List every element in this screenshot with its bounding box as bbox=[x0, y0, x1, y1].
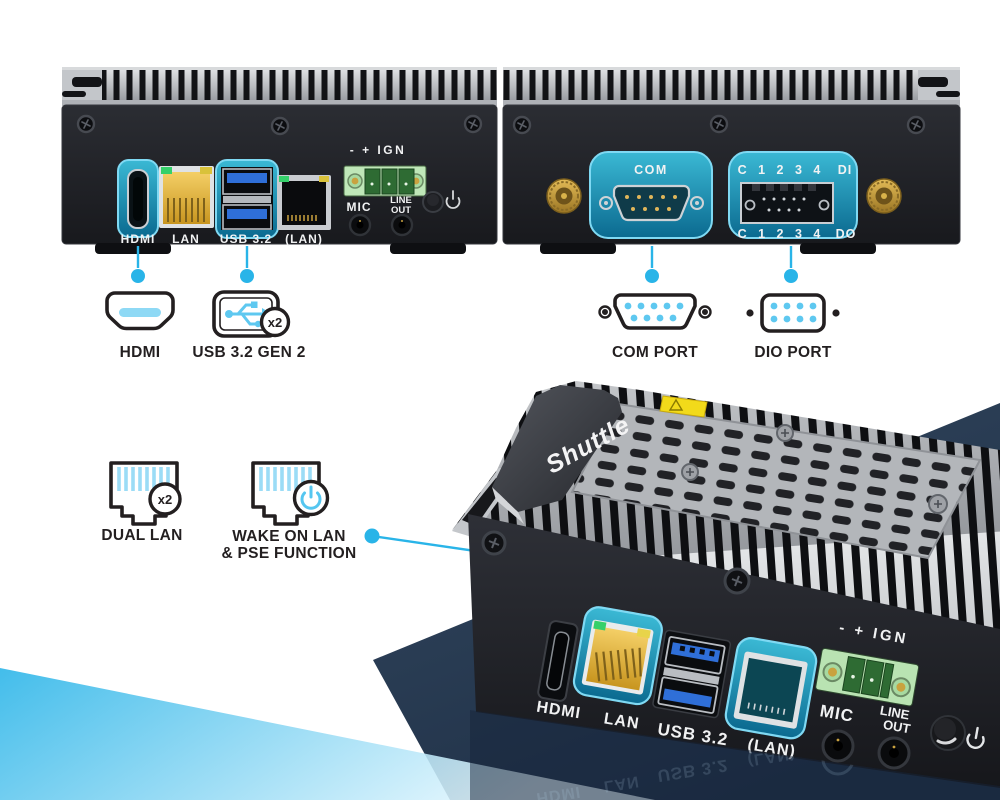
usb-x2-badge: x2 bbox=[259, 306, 291, 338]
ign-label: - + IGN bbox=[350, 143, 407, 157]
feature-dio: DIO PORT bbox=[746, 293, 840, 361]
hero-usb-ports bbox=[652, 629, 732, 719]
svg-text:LAN: LAN bbox=[603, 772, 641, 794]
hero-lineout-jack bbox=[877, 736, 911, 770]
hero-lan2-highlight bbox=[724, 637, 818, 740]
feature-dual-lan-label: DUAL LAN bbox=[101, 527, 182, 544]
lan-port-label: LAN bbox=[172, 232, 200, 246]
plate-screws bbox=[681, 424, 948, 514]
wol-power-badge bbox=[292, 479, 330, 517]
lan-port bbox=[159, 166, 214, 228]
hero-lan-highlight bbox=[572, 606, 663, 706]
com-screw-icons bbox=[598, 305, 712, 319]
hdmi-port-highlight bbox=[117, 159, 159, 238]
svg-text:x2: x2 bbox=[268, 315, 282, 330]
mic-label: MIC bbox=[347, 200, 372, 214]
device-back-view: COM C 1 2 3 4 DI C 1 2 3 4 DO bbox=[502, 67, 961, 254]
foot bbox=[95, 243, 171, 254]
do-pins-label: C 1 2 3 4 bbox=[738, 227, 825, 241]
screws bbox=[512, 114, 926, 135]
svg-text:x2: x2 bbox=[158, 492, 172, 507]
lineout-jack bbox=[390, 213, 414, 237]
foot bbox=[390, 243, 466, 254]
hero-hdmi-label: HDMI bbox=[535, 699, 582, 723]
hero-front-panel bbox=[468, 514, 1000, 788]
hero-dc-terminal bbox=[815, 647, 920, 707]
feature-wol-label-2: & PSE FUNCTION bbox=[221, 545, 356, 562]
lan2-port-label: (LAN) bbox=[285, 232, 323, 246]
feature-wol: WAKE ON LAN & PSE FUNCTION bbox=[221, 461, 356, 562]
foot bbox=[800, 243, 876, 254]
feature-wol-label-1: WAKE ON LAN bbox=[232, 528, 346, 545]
hero-power-icon bbox=[966, 726, 985, 749]
callout-dots bbox=[131, 269, 798, 544]
com-label: COM bbox=[634, 163, 668, 177]
feature-hdmi-label: HDMI bbox=[120, 344, 161, 361]
antenna-connector-left bbox=[546, 178, 582, 214]
device-front-view: - + IGN MIC LINE OUT HDMI LAN USB 3.2 (L… bbox=[61, 67, 498, 254]
feature-dual-lan: x2 DUAL LAN bbox=[101, 461, 182, 544]
dc-terminal bbox=[343, 165, 427, 197]
hero-reflection: HDMI LAN USB 3.2 (LAN) bbox=[470, 710, 1000, 800]
hero-flange bbox=[492, 385, 622, 512]
com-port-icon bbox=[613, 293, 697, 330]
do-label: DO bbox=[836, 227, 857, 241]
foot bbox=[540, 243, 616, 254]
out-label: OUT bbox=[391, 205, 411, 216]
hero-power-button bbox=[930, 715, 966, 751]
dio-port-icon bbox=[760, 293, 826, 333]
lan2-port bbox=[277, 175, 331, 230]
hero-hdmi-port bbox=[537, 620, 579, 702]
power-icon bbox=[300, 485, 322, 510]
mic-jack bbox=[348, 213, 372, 237]
feature-usb-label: USB 3.2 GEN 2 bbox=[192, 344, 305, 361]
heatsink-hook bbox=[62, 70, 102, 101]
di-label: DI bbox=[838, 163, 853, 177]
com-port-highlight: COM bbox=[589, 151, 713, 239]
heatsink-cap bbox=[62, 67, 497, 72]
power-icon bbox=[445, 190, 461, 209]
power-button bbox=[422, 191, 444, 213]
hero-out-label: OUT bbox=[882, 717, 912, 737]
antenna-connector-right bbox=[866, 178, 902, 214]
hero-lan-label: LAN bbox=[603, 710, 641, 732]
line-label: LINE bbox=[390, 195, 412, 206]
heatsink-fins bbox=[98, 70, 497, 101]
dio-connector bbox=[740, 182, 834, 224]
feature-com: COM PORT bbox=[598, 293, 712, 361]
hero-screws bbox=[481, 530, 751, 595]
dio-port-highlight: C 1 2 3 4 DI C 1 2 3 4 DO bbox=[728, 151, 858, 241]
hero-mic-jack bbox=[821, 729, 855, 763]
com-db9-connector bbox=[599, 184, 704, 222]
feature-hdmi: HDMI bbox=[105, 291, 175, 361]
feature-dio-label: DIO PORT bbox=[754, 344, 832, 361]
heatsink-base bbox=[62, 100, 497, 106]
heatsink-hook-right bbox=[918, 70, 960, 101]
screws bbox=[76, 114, 483, 136]
lan-x2-badge: x2 bbox=[148, 482, 182, 516]
feature-usb: x2 USB 3.2 GEN 2 bbox=[192, 290, 305, 361]
usb-ports-highlight bbox=[215, 159, 279, 239]
hdmi-port-label: HDMI bbox=[121, 232, 156, 246]
hero-line-label: LINE bbox=[879, 703, 911, 723]
lan-led-green bbox=[161, 167, 172, 174]
lan-led-amber bbox=[200, 167, 212, 174]
warning-sticker bbox=[659, 395, 708, 418]
usb-port-label: USB 3.2 bbox=[220, 232, 272, 246]
device-hero-view: Shuttle bbox=[452, 381, 1000, 788]
di-pins-label: C 1 2 3 4 bbox=[738, 163, 825, 177]
feature-com-label: COM PORT bbox=[612, 344, 698, 361]
